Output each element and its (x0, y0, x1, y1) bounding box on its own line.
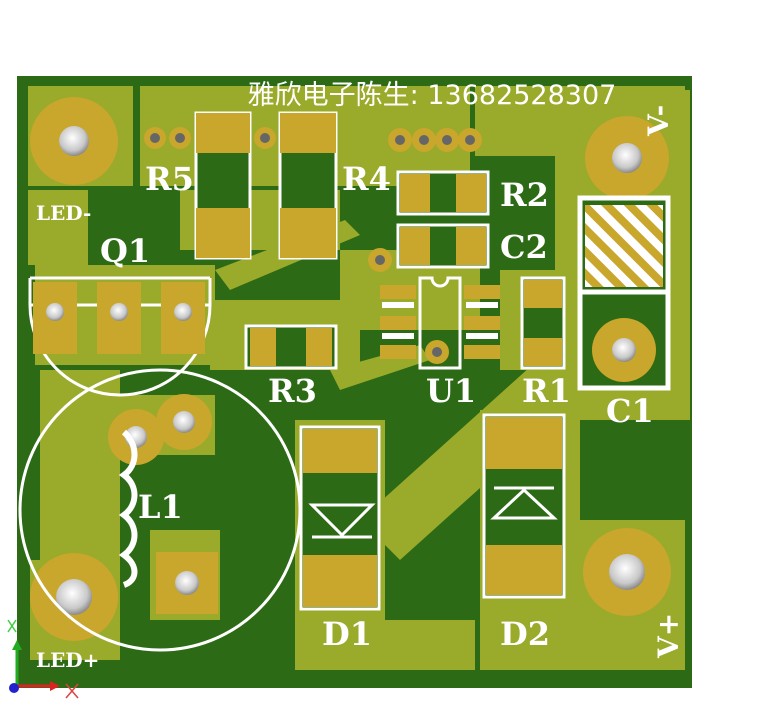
width-dimension (12, 11, 696, 57)
watermark-text: 雅欣电子陈生: 13682528307 (248, 80, 617, 111)
label-u1: U1 (426, 372, 476, 410)
label-v-minus: V- (642, 105, 675, 137)
height-dimension-label: 19 (mm) (725, 269, 769, 522)
axis-indicator (7, 619, 79, 699)
label-l1: L1 (138, 488, 183, 526)
width-dimension-label: 21.016 (mm) (128, 7, 552, 81)
label-d2: D2 (500, 615, 550, 653)
label-r1: R1 (522, 372, 571, 410)
mounting-pads (30, 97, 671, 641)
label-r2: R2 (500, 176, 549, 214)
label-r5: R5 (145, 160, 194, 198)
label-v-plus: V+ (652, 613, 685, 659)
label-r3: R3 (268, 372, 317, 410)
label-led-plus: LED+ (36, 648, 99, 672)
label-q1: Q1 (100, 232, 150, 270)
label-led-minus: LED- (36, 201, 91, 225)
ic-u1 (380, 276, 500, 370)
label-c2: C2 (500, 228, 548, 266)
inductor-l1 (18, 368, 302, 652)
resistor-r1 (520, 276, 566, 370)
diode-d2 (482, 413, 566, 599)
label-r4: R4 (342, 160, 391, 198)
transistor-q1 (28, 276, 212, 397)
resistor-r5 (194, 111, 252, 260)
resistor-r2 (396, 170, 490, 216)
capacitor-c2 (396, 223, 490, 269)
capacitor-c1 (577, 195, 671, 391)
height-dimension (697, 79, 739, 696)
diode-d1 (299, 425, 381, 611)
label-d1: D1 (322, 615, 372, 653)
label-c1: C1 (606, 392, 654, 430)
resistor-r4 (278, 111, 338, 260)
vias (144, 127, 482, 364)
resistor-r3 (244, 324, 338, 370)
